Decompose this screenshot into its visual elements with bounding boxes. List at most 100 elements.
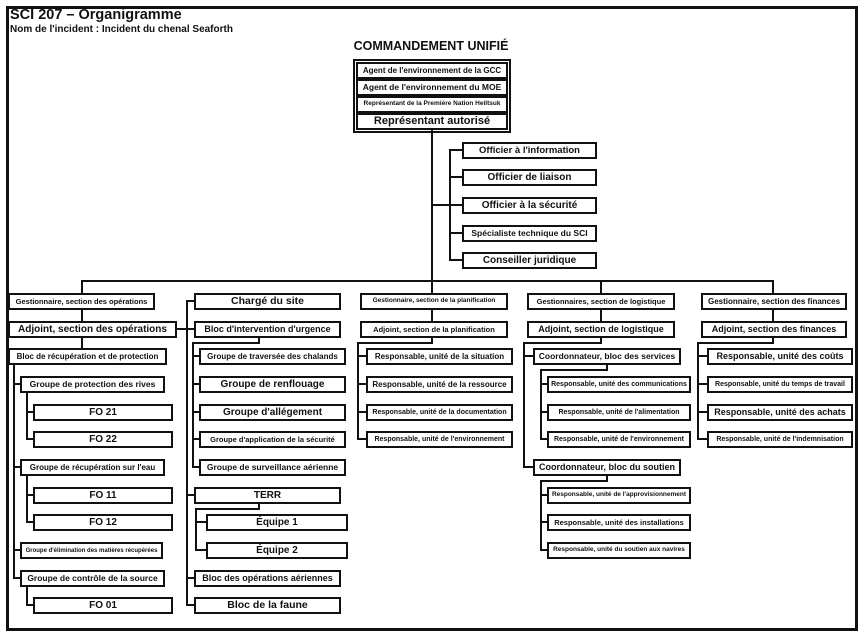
finance-deputy: Adjoint, section des finances: [701, 321, 847, 338]
site-supervisor: Chargé du site: [194, 293, 341, 310]
connector: [186, 328, 194, 330]
facilities-unit-leader: Responsable, unité des installations: [547, 514, 691, 531]
connector: [13, 577, 20, 579]
connector: [697, 411, 707, 413]
connector: [192, 355, 199, 357]
connector: [186, 494, 194, 496]
connector: [195, 549, 206, 551]
connector: [26, 393, 28, 440]
connector: [13, 466, 20, 468]
connector: [258, 504, 260, 510]
terr-group: TERR: [194, 487, 341, 504]
connector: [192, 383, 199, 385]
liaison-officer: Officier de liaison: [462, 169, 597, 186]
connector: [449, 259, 462, 261]
connector: [697, 342, 699, 440]
planning-deputy: Adjoint, section de la planification: [360, 321, 508, 338]
environment-unit-leader: Responsable, unité de l'environnement: [366, 431, 513, 448]
connector: [600, 280, 602, 293]
time-unit-leader: Responsable, unité du temps de travail: [707, 376, 853, 393]
connector: [540, 369, 542, 440]
connector: [600, 338, 602, 344]
connector: [772, 310, 774, 321]
connector: [13, 365, 15, 579]
connector: [772, 280, 774, 293]
fo-21: FO 21: [33, 404, 173, 421]
connector: [258, 338, 260, 344]
fo-22: FO 22: [33, 431, 173, 448]
connector: [523, 466, 533, 468]
uc-member-moe: Agent de l'environnement du MOE: [356, 79, 508, 96]
connector: [192, 342, 194, 468]
connector: [186, 604, 194, 606]
connector: [523, 342, 602, 344]
connector: [13, 383, 20, 385]
page-border: [6, 6, 858, 631]
on-water-recovery-group: Groupe de récupération sur l'eau: [20, 459, 165, 476]
supply-unit-leader: Responsable, unité de l'approvisionnemen…: [547, 487, 691, 504]
connector: [192, 411, 199, 413]
food-unit-leader: Responsable, unité de l'alimentation: [547, 404, 691, 421]
connector: [81, 280, 774, 282]
connector: [449, 204, 462, 206]
logistics-deputy: Adjoint, section de logistique: [527, 321, 675, 338]
recovered-materials-disposal-group: Groupe d'élimination des matières récupé…: [20, 542, 163, 559]
connector: [357, 411, 366, 413]
connector: [540, 383, 547, 385]
shoreline-protection-group: Groupe de protection des rives: [20, 376, 165, 393]
services-branch-coordinator: Coordonnateur, bloc des services: [533, 348, 681, 365]
refloating-group: Groupe de renflouage: [199, 376, 346, 393]
recovery-protection-branch: Bloc de récupération et de protection: [8, 348, 167, 365]
connector: [357, 342, 433, 344]
connector: [26, 494, 33, 496]
connector: [540, 369, 608, 371]
connector: [26, 476, 28, 523]
planning-section-chief: Gestionnaire, section de la planificatio…: [360, 293, 508, 310]
connector: [81, 338, 83, 348]
safety-officer: Officier à la sécurité: [462, 197, 597, 214]
connector: [540, 411, 547, 413]
uc-member-heiltsuk: Représentant de la Première Nation Heilt…: [356, 96, 508, 113]
connector: [26, 604, 33, 606]
environment-unit-leader-logistics: Responsable, unité de l'environnement: [547, 431, 691, 448]
source-control-group: Groupe de contrôle de la source: [20, 570, 165, 587]
connector: [13, 549, 20, 551]
connector: [357, 383, 366, 385]
connector: [186, 300, 194, 302]
page-title: SCI 207 – Organigramme: [10, 7, 182, 23]
information-officer: Officier à l'information: [462, 142, 597, 159]
connector: [177, 328, 187, 330]
incident-name: Nom de l'incident : Incident du chenal S…: [10, 24, 233, 35]
unified-command-heading: COMMANDEMENT UNIFIÉ: [353, 39, 509, 53]
wildlife-branch: Bloc de la faune: [194, 597, 341, 614]
connector: [540, 549, 547, 551]
connector: [26, 587, 28, 606]
connector: [81, 310, 83, 321]
connector: [192, 466, 199, 468]
team-2: Équipe 2: [206, 542, 348, 559]
uc-member-gcc: Agent de l'environnement de la GCC: [356, 62, 508, 79]
connector: [357, 438, 366, 440]
connector: [195, 521, 206, 523]
connector: [186, 300, 188, 606]
air-operations-branch: Bloc des opérations aériennes: [194, 570, 341, 587]
lightering-group: Groupe d'allégement: [199, 404, 346, 421]
connector: [357, 355, 366, 357]
connector: [540, 480, 608, 482]
connector: [523, 355, 533, 357]
connector: [540, 521, 547, 523]
finance-section-chief: Gestionnaire, section des finances: [701, 293, 847, 310]
barge-crossing-group: Groupe de traversée des chalands: [199, 348, 346, 365]
logistics-section-chief: Gestionnaires, section de logistique: [527, 293, 675, 310]
team-1: Équipe 1: [206, 514, 348, 531]
safety-enforcement-group: Groupe d'application de la sécurité: [199, 431, 346, 448]
compensation-unit-leader: Responsable, unité de l'indemnisation: [707, 431, 853, 448]
support-branch-coordinator: Coordonnateur, bloc du soutien: [533, 459, 681, 476]
connector: [431, 338, 433, 344]
ops-deputy: Adjoint, section des opérations: [8, 321, 177, 338]
connector: [195, 508, 197, 551]
fo-11: FO 11: [33, 487, 173, 504]
procurement-unit-leader: Responsable, unité des achats: [707, 404, 853, 421]
connector: [540, 480, 542, 551]
connector: [186, 577, 194, 579]
